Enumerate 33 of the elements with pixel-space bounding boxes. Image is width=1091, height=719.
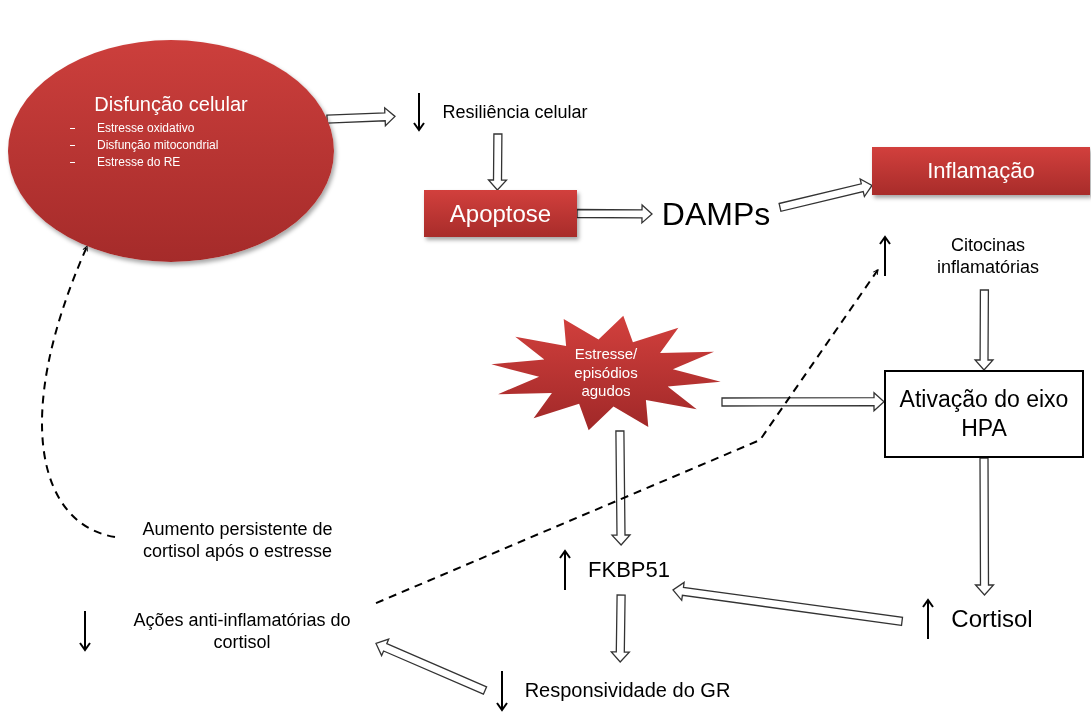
node-label: FKBP51: [588, 556, 670, 584]
block-arrow: [778, 177, 873, 213]
block-arrow: [576, 203, 653, 225]
dashed-arrow: [41, 245, 116, 538]
block-arrow: [974, 457, 995, 596]
block-arrow: [610, 430, 632, 546]
node-label: Cortisol: [951, 604, 1033, 634]
node-label: Citocinas inflamatórias: [935, 233, 1040, 279]
list-item: Disfunção mitocondrial: [97, 138, 219, 153]
block-arrow: [721, 391, 885, 413]
process-box: [872, 147, 1090, 195]
block-arrow: [375, 638, 488, 696]
node-label: Apoptose: [449, 198, 552, 229]
node-label: Resiliência celular: [442, 100, 588, 124]
node-label: Aumento persistente de cortisol após o estresse: [141, 517, 334, 563]
stress-starburst: [490, 315, 722, 431]
node-label: Ativação do eixo HPA: [898, 385, 1070, 443]
list-item: Estresse oxidativo: [97, 121, 195, 136]
process-box: [884, 370, 1084, 458]
node-label: Estresse/ episódios agudos: [573, 344, 639, 402]
block-arrow: [326, 106, 396, 128]
block-arrow: [973, 289, 995, 371]
node-title: Disfunção celular: [94, 92, 248, 117]
process-box: [424, 190, 577, 237]
block-arrow: [672, 581, 904, 627]
node-label: Ações anti-inflamatórias do cortisol: [132, 608, 352, 654]
block-arrow: [487, 133, 508, 191]
block-arrow: [609, 594, 631, 663]
dashed-arrow: [375, 268, 879, 605]
node-label: Responsividade do GR: [524, 678, 731, 703]
node-label: DAMPs: [661, 195, 771, 234]
list-item: Estresse do RE: [97, 155, 181, 170]
node-label: Inflamação: [927, 157, 1035, 185]
